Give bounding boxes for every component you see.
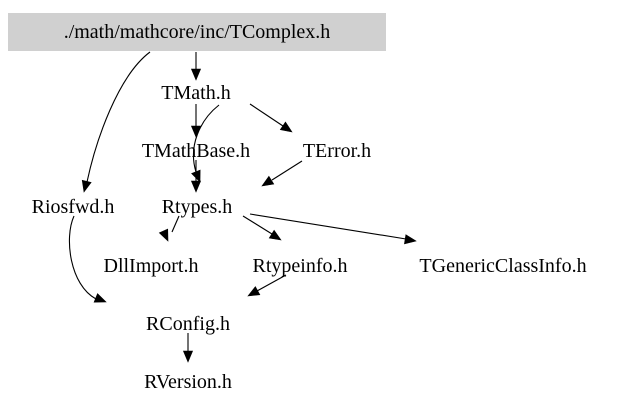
- edge-line: [242, 215, 273, 235]
- arrow-head-icon: [182, 350, 194, 363]
- graph-node-rtypeinfo[interactable]: Rtypeinfo.h: [252, 255, 348, 277]
- arrow-head-icon: [268, 229, 282, 241]
- graph-node-dllimport[interactable]: DllImport.h: [103, 255, 199, 277]
- graph-node-rversion[interactable]: RVersion.h: [144, 371, 232, 393]
- graph-node-terror[interactable]: TError.h: [302, 140, 372, 162]
- graph-node-tmathbase[interactable]: TMathBase.h: [141, 140, 251, 162]
- arrow-head-icon: [93, 293, 107, 303]
- arrow-head-icon: [81, 179, 92, 193]
- graph-node-rtypes[interactable]: Rtypes.h: [161, 196, 233, 218]
- graph-edge-rtypeinfo-to-rconfig: [247, 274, 287, 297]
- arrow-head-icon: [261, 175, 275, 187]
- edge-line: [271, 160, 303, 181]
- graph-edge-riosfwd-to-rconfig: [68, 215, 107, 303]
- graph-edge-tcomplex-to-riosfwd: [81, 51, 151, 193]
- graph-edge-tcomplex-to-tmath: [190, 52, 202, 81]
- arrow-head-icon: [158, 228, 169, 242]
- graph-edge-tmath-to-terror: [249, 103, 293, 133]
- graph-edge-rtypes-to-dllimport: [158, 215, 180, 242]
- graph-node-tmath[interactable]: TMath.h: [161, 82, 231, 104]
- arrow-head-icon: [190, 68, 202, 81]
- graph-edge-rtypes-to-tgenericclassinfo: [249, 213, 417, 245]
- graph-edge-terror-to-rtypes: [261, 160, 303, 187]
- edge-line: [256, 274, 287, 292]
- graph-node-riosfwd[interactable]: Riosfwd.h: [31, 196, 115, 218]
- graph-node-tcomplex[interactable]: ./math/mathcore/inc/TComplex.h: [63, 21, 331, 43]
- arrow-head-icon: [190, 125, 202, 138]
- edge-line: [68, 215, 97, 300]
- arrow-head-icon: [404, 234, 417, 245]
- graph-edge-rtypes-to-rtypeinfo: [242, 215, 282, 241]
- graph-edge-tmath-to-tmathbase: [190, 104, 202, 138]
- graph-node-rconfig[interactable]: RConfig.h: [146, 313, 230, 335]
- arrow-head-icon: [190, 180, 202, 193]
- graph-edge-tmathbase-to-rtypes: [190, 160, 202, 193]
- edge-line: [249, 213, 407, 240]
- graph-edge-rconfig-to-rversion: [182, 333, 194, 363]
- edge-line: [171, 215, 180, 233]
- edge-line: [86, 51, 151, 183]
- arrow-head-icon: [191, 169, 201, 183]
- arrow-head-icon: [279, 121, 293, 133]
- edge-line: [249, 103, 284, 127]
- graph-node-tgenericclassinfo[interactable]: TGenericClassInfo.h: [419, 255, 587, 277]
- arrow-head-icon: [247, 286, 261, 297]
